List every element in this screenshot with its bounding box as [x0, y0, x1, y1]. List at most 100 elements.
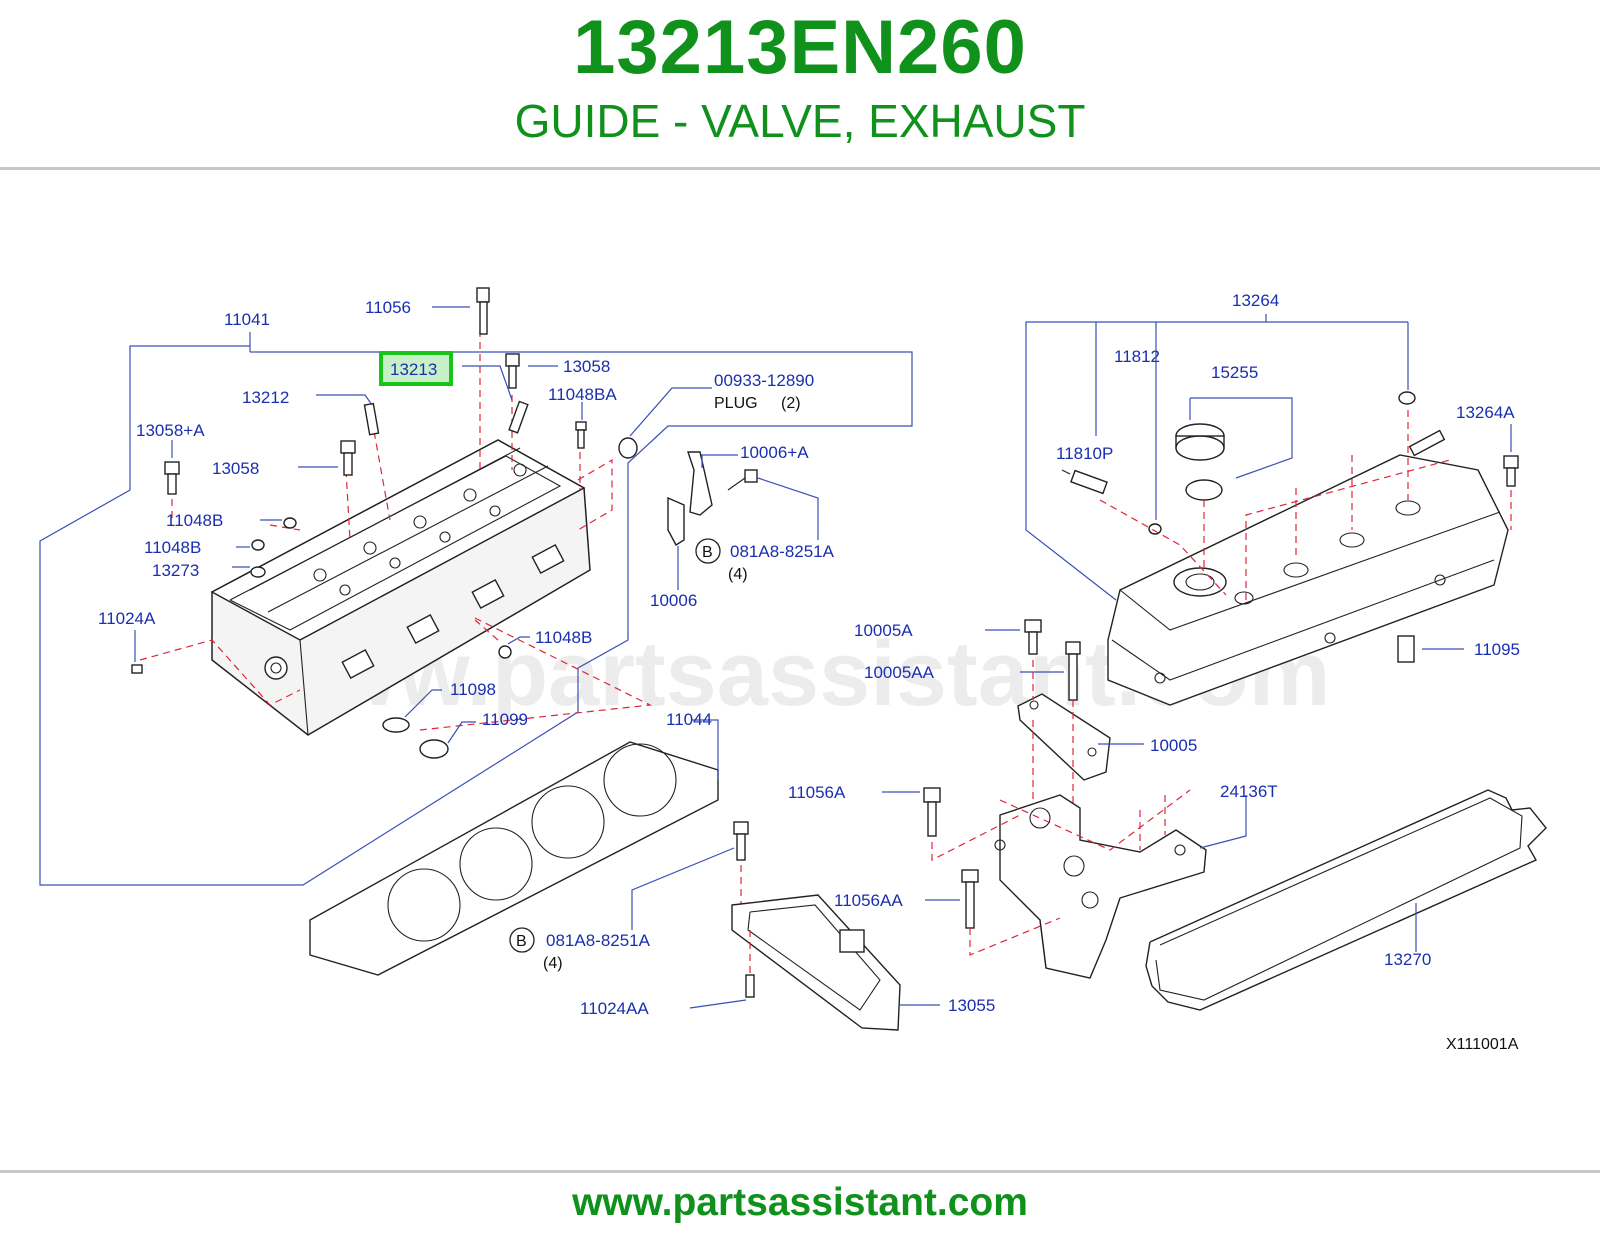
page-header: 13213EN260 GUIDE - VALVE, EXHAUST: [0, 0, 1600, 168]
callout-b-circle-1: [695, 538, 721, 564]
dowel-11048b-3-icon: [498, 645, 512, 659]
bolt-13058-icon: [505, 353, 520, 389]
callout-11095: 11095: [1474, 640, 1520, 659]
callout-plug-qty: (2): [781, 395, 801, 412]
plug-00933-icon: [618, 437, 638, 459]
callout-11056a: 11056A: [788, 783, 846, 802]
head-gasket-11044-part: [309, 741, 719, 976]
bolt-081a8-1-icon: [727, 469, 758, 491]
guide-line: [269, 524, 301, 531]
seal-13273-icon: [250, 566, 266, 578]
rocker-cover-13264-part: [1107, 429, 1509, 706]
leader-11099: [447, 721, 476, 744]
callout-13055: 13055: [948, 996, 995, 1015]
leader-11098: [404, 689, 442, 718]
guide-line: [139, 639, 301, 706]
guide-line: [1245, 459, 1451, 600]
callout-11041: 11041: [224, 310, 270, 329]
callout-13212: 13212: [242, 388, 289, 407]
callout-11048ba: 11048BA: [548, 385, 617, 404]
callout-24136t: 24136T: [1220, 782, 1278, 801]
grommet-11812-icon: [1148, 523, 1162, 535]
callout-11048b-3: 11048B: [535, 628, 592, 647]
leader-00933: [629, 387, 712, 437]
guide-line: [474, 619, 499, 641]
bolt-11056a-icon: [923, 787, 941, 837]
callout-13058-top: 13058: [563, 357, 610, 376]
stud-11048ba-icon: [575, 421, 587, 449]
callout-qty-2: (4): [543, 955, 563, 972]
guide-line: [577, 458, 613, 531]
bracket-10006-part: [667, 451, 713, 546]
callout-b-2: B: [516, 933, 527, 950]
callout-10005a: 10005A: [854, 621, 913, 640]
bracket-10005-part: [1017, 693, 1111, 781]
leader-13212: [316, 394, 373, 406]
callout-b-1: B: [702, 544, 713, 561]
callout-13058pa: 13058+A: [136, 421, 205, 440]
callout-11099: 11099: [482, 710, 528, 729]
header-divider: [0, 167, 1600, 170]
bolt-11056aa-icon: [961, 869, 979, 929]
bolt-11056-icon: [476, 287, 490, 335]
dowel-11095-icon: [1397, 635, 1415, 663]
cylinder-head-part: [210, 439, 591, 736]
bolt-081a8-2-icon: [733, 821, 749, 861]
leader-24136t: [1199, 795, 1247, 849]
leader-10006pa: [701, 454, 738, 468]
rocker-gasket-13270-part: [1145, 789, 1547, 1011]
seal-11099-icon: [419, 739, 449, 759]
callout-13058-mid: 13058: [212, 459, 259, 478]
footer-website-link[interactable]: www.partsassistant.com: [572, 1181, 1028, 1224]
callout-081a8-2: 081A8-8251A: [546, 931, 651, 950]
callout-10006pa: 10006+A: [740, 443, 809, 462]
callout-plug: PLUG: [714, 395, 758, 412]
guide-line: [371, 419, 391, 521]
leader-081a8-1: [757, 477, 819, 540]
callout-13213-highlighted[interactable]: 13213: [390, 360, 437, 379]
callout-11056aa: 11056AA: [834, 891, 903, 910]
callout-00933-12890: 00933-12890: [714, 371, 814, 390]
guide-line: [931, 814, 1021, 861]
dowel-11048b-icon: [283, 517, 297, 529]
callout-11048b-2: 11048B: [144, 538, 201, 557]
callout-081a8-1: 081A8-8251A: [730, 542, 835, 561]
bolt-13058pa-icon: [164, 461, 180, 495]
valve-guide-13212-icon: [363, 402, 380, 436]
valve-guide-13213-icon: [508, 400, 529, 434]
stud-13264a-icon: [1503, 455, 1519, 487]
seal-11098-icon: [382, 717, 410, 733]
callout-11056: 11056: [365, 298, 411, 317]
callout-10005aa: 10005AA: [864, 663, 935, 682]
oil-cap-15255-part: [1175, 423, 1225, 501]
callout-11048b-1: 11048B: [166, 511, 223, 530]
callout-11810p: 11810P: [1056, 444, 1113, 463]
bolt-10005a-icon: [1024, 619, 1042, 655]
leader-11048b-3: [507, 636, 530, 645]
callout-13273: 13273: [152, 561, 199, 580]
dowel-11048b-icon: [251, 539, 265, 551]
guide-line: [969, 917, 1061, 956]
pcv-valve-11810p-icon: [1061, 469, 1108, 495]
grommet-13264-icon: [1398, 391, 1416, 405]
diagram-reference-code: X111001A: [1446, 1036, 1519, 1053]
callout-10005: 10005: [1150, 736, 1197, 755]
callout-b-circle-2: [509, 927, 535, 953]
callout-13264a: 13264A: [1456, 403, 1515, 422]
leader-11024aa: [689, 999, 747, 1009]
callout-11812: 11812: [1114, 347, 1160, 366]
highlight-box-13213: [379, 351, 453, 386]
callout-15255: 15255: [1211, 363, 1258, 382]
front-cover-13055-part: [731, 894, 901, 1031]
guide-line: [1099, 499, 1227, 596]
callout-11024a: 11024A: [98, 609, 156, 628]
callout-11044: 11044: [666, 710, 712, 729]
part-description: GUIDE - VALVE, EXHAUST: [514, 95, 1086, 147]
callout-11098: 11098: [450, 680, 496, 699]
leader-11044: [692, 719, 719, 780]
guide-line: [999, 789, 1191, 851]
leader-15255: [1190, 397, 1293, 479]
guide-line: [419, 617, 653, 731]
callout-11024aa: 11024AA: [580, 999, 649, 1018]
